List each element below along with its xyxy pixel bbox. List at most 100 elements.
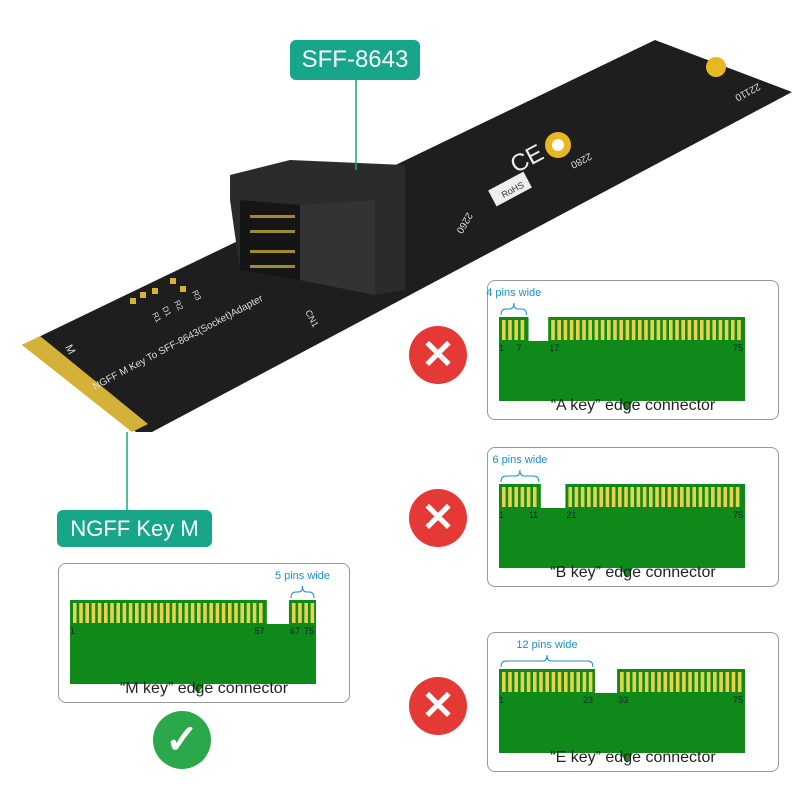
- pins-wide-note: 5 pins wide: [274, 570, 330, 582]
- gold-pin: [551, 320, 555, 340]
- gold-pin: [657, 672, 661, 692]
- gold-pin: [713, 672, 717, 692]
- gold-pin: [630, 487, 635, 507]
- connector-body: [499, 669, 745, 763]
- gold-pin: [110, 603, 114, 623]
- gold-pin: [128, 603, 133, 623]
- connector-body: [499, 317, 745, 411]
- gold-pin: [725, 672, 730, 692]
- gold-pin: [644, 320, 648, 340]
- gold-pin: [291, 603, 296, 623]
- gold-pin: [97, 603, 102, 623]
- gold-pin: [599, 487, 604, 507]
- gold-pin: [718, 320, 723, 340]
- gold-pin: [706, 320, 710, 340]
- panel-caption: “M key” edge connector: [119, 680, 289, 697]
- gold-pin: [502, 487, 506, 507]
- pin-number: 75: [304, 626, 314, 636]
- gold-pin: [221, 603, 226, 623]
- pin-number: 11: [529, 510, 538, 520]
- width-brace: [290, 585, 315, 599]
- gold-pin: [681, 320, 685, 340]
- pins-wide-note: 4 pins wide: [486, 287, 542, 299]
- width-brace: [500, 654, 594, 668]
- gold-pin: [122, 603, 127, 623]
- gold-pin: [184, 603, 189, 623]
- check-circle-icon: ✓: [153, 711, 211, 769]
- pin-number: 57: [255, 626, 265, 636]
- gold-pin: [203, 603, 207, 623]
- pins-wide-note: 12 pins wide: [516, 639, 578, 651]
- pin-number: 1: [499, 343, 504, 353]
- component-pads: [130, 278, 186, 304]
- gold-pin: [737, 672, 742, 692]
- gold-pin: [651, 672, 655, 692]
- gold-edge-fingers: [22, 336, 148, 432]
- gold-pin: [631, 320, 636, 340]
- gold-pin: [723, 487, 728, 507]
- connector-body: [70, 600, 316, 694]
- gold-pin: [638, 672, 643, 692]
- gold-pin: [711, 487, 715, 507]
- gold-pin: [656, 320, 661, 340]
- gold-pin: [712, 320, 716, 340]
- gold-pin: [576, 672, 580, 692]
- gold-pin: [502, 672, 506, 692]
- gold-pin: [576, 320, 580, 340]
- pin-number: 17: [549, 343, 559, 353]
- pin-number: 23: [583, 695, 593, 705]
- mount-hole-22110: [706, 57, 726, 77]
- gold-pin: [514, 320, 518, 340]
- gold-pin: [700, 672, 705, 692]
- gold-pin: [298, 603, 302, 623]
- gold-pin: [240, 603, 244, 623]
- gold-pin: [141, 603, 145, 623]
- gold-pin: [569, 320, 574, 340]
- gold-pin: [310, 603, 315, 623]
- gold-pin: [147, 603, 151, 623]
- x-circle-icon: ✕: [409, 326, 467, 384]
- gold-pin: [215, 603, 220, 623]
- gold-pin: [694, 672, 699, 692]
- gold-pin: [619, 320, 623, 340]
- gold-pin: [682, 672, 686, 692]
- gold-pin: [638, 320, 642, 340]
- gold-pin: [304, 603, 308, 623]
- gold-pin: [178, 603, 182, 623]
- gold-pin: [502, 320, 506, 340]
- gold-pin: [91, 603, 96, 623]
- gold-pin: [520, 487, 525, 507]
- gold-pin: [209, 603, 213, 623]
- gold-pin: [197, 603, 201, 623]
- pins-wide-note: 6 pins wide: [492, 454, 548, 466]
- gold-pin: [692, 487, 697, 507]
- gold-pin: [686, 487, 690, 507]
- gold-pin: [539, 672, 543, 692]
- gold-pin: [166, 603, 170, 623]
- gold-pin: [661, 487, 666, 507]
- gold-pin: [551, 672, 556, 692]
- width-brace: [500, 469, 540, 483]
- gold-pin: [514, 487, 518, 507]
- gold-pin: [611, 487, 616, 507]
- gold-pin: [588, 672, 593, 692]
- pin-number: 33: [618, 695, 628, 705]
- gold-pin: [526, 487, 531, 507]
- gold-pin: [508, 487, 512, 507]
- gold-pin: [737, 320, 741, 340]
- gold-pin: [642, 487, 647, 507]
- gold-pin: [580, 487, 585, 507]
- x-circle-icon: ✕: [409, 677, 467, 735]
- gold-pin: [159, 603, 164, 623]
- gold-pin: [564, 672, 568, 692]
- gold-pin: [626, 672, 630, 692]
- pin-number: 75: [733, 510, 743, 520]
- gold-pin: [563, 320, 568, 340]
- gold-pin: [680, 487, 684, 507]
- gold-pin: [526, 672, 531, 692]
- gold-pin: [704, 487, 709, 507]
